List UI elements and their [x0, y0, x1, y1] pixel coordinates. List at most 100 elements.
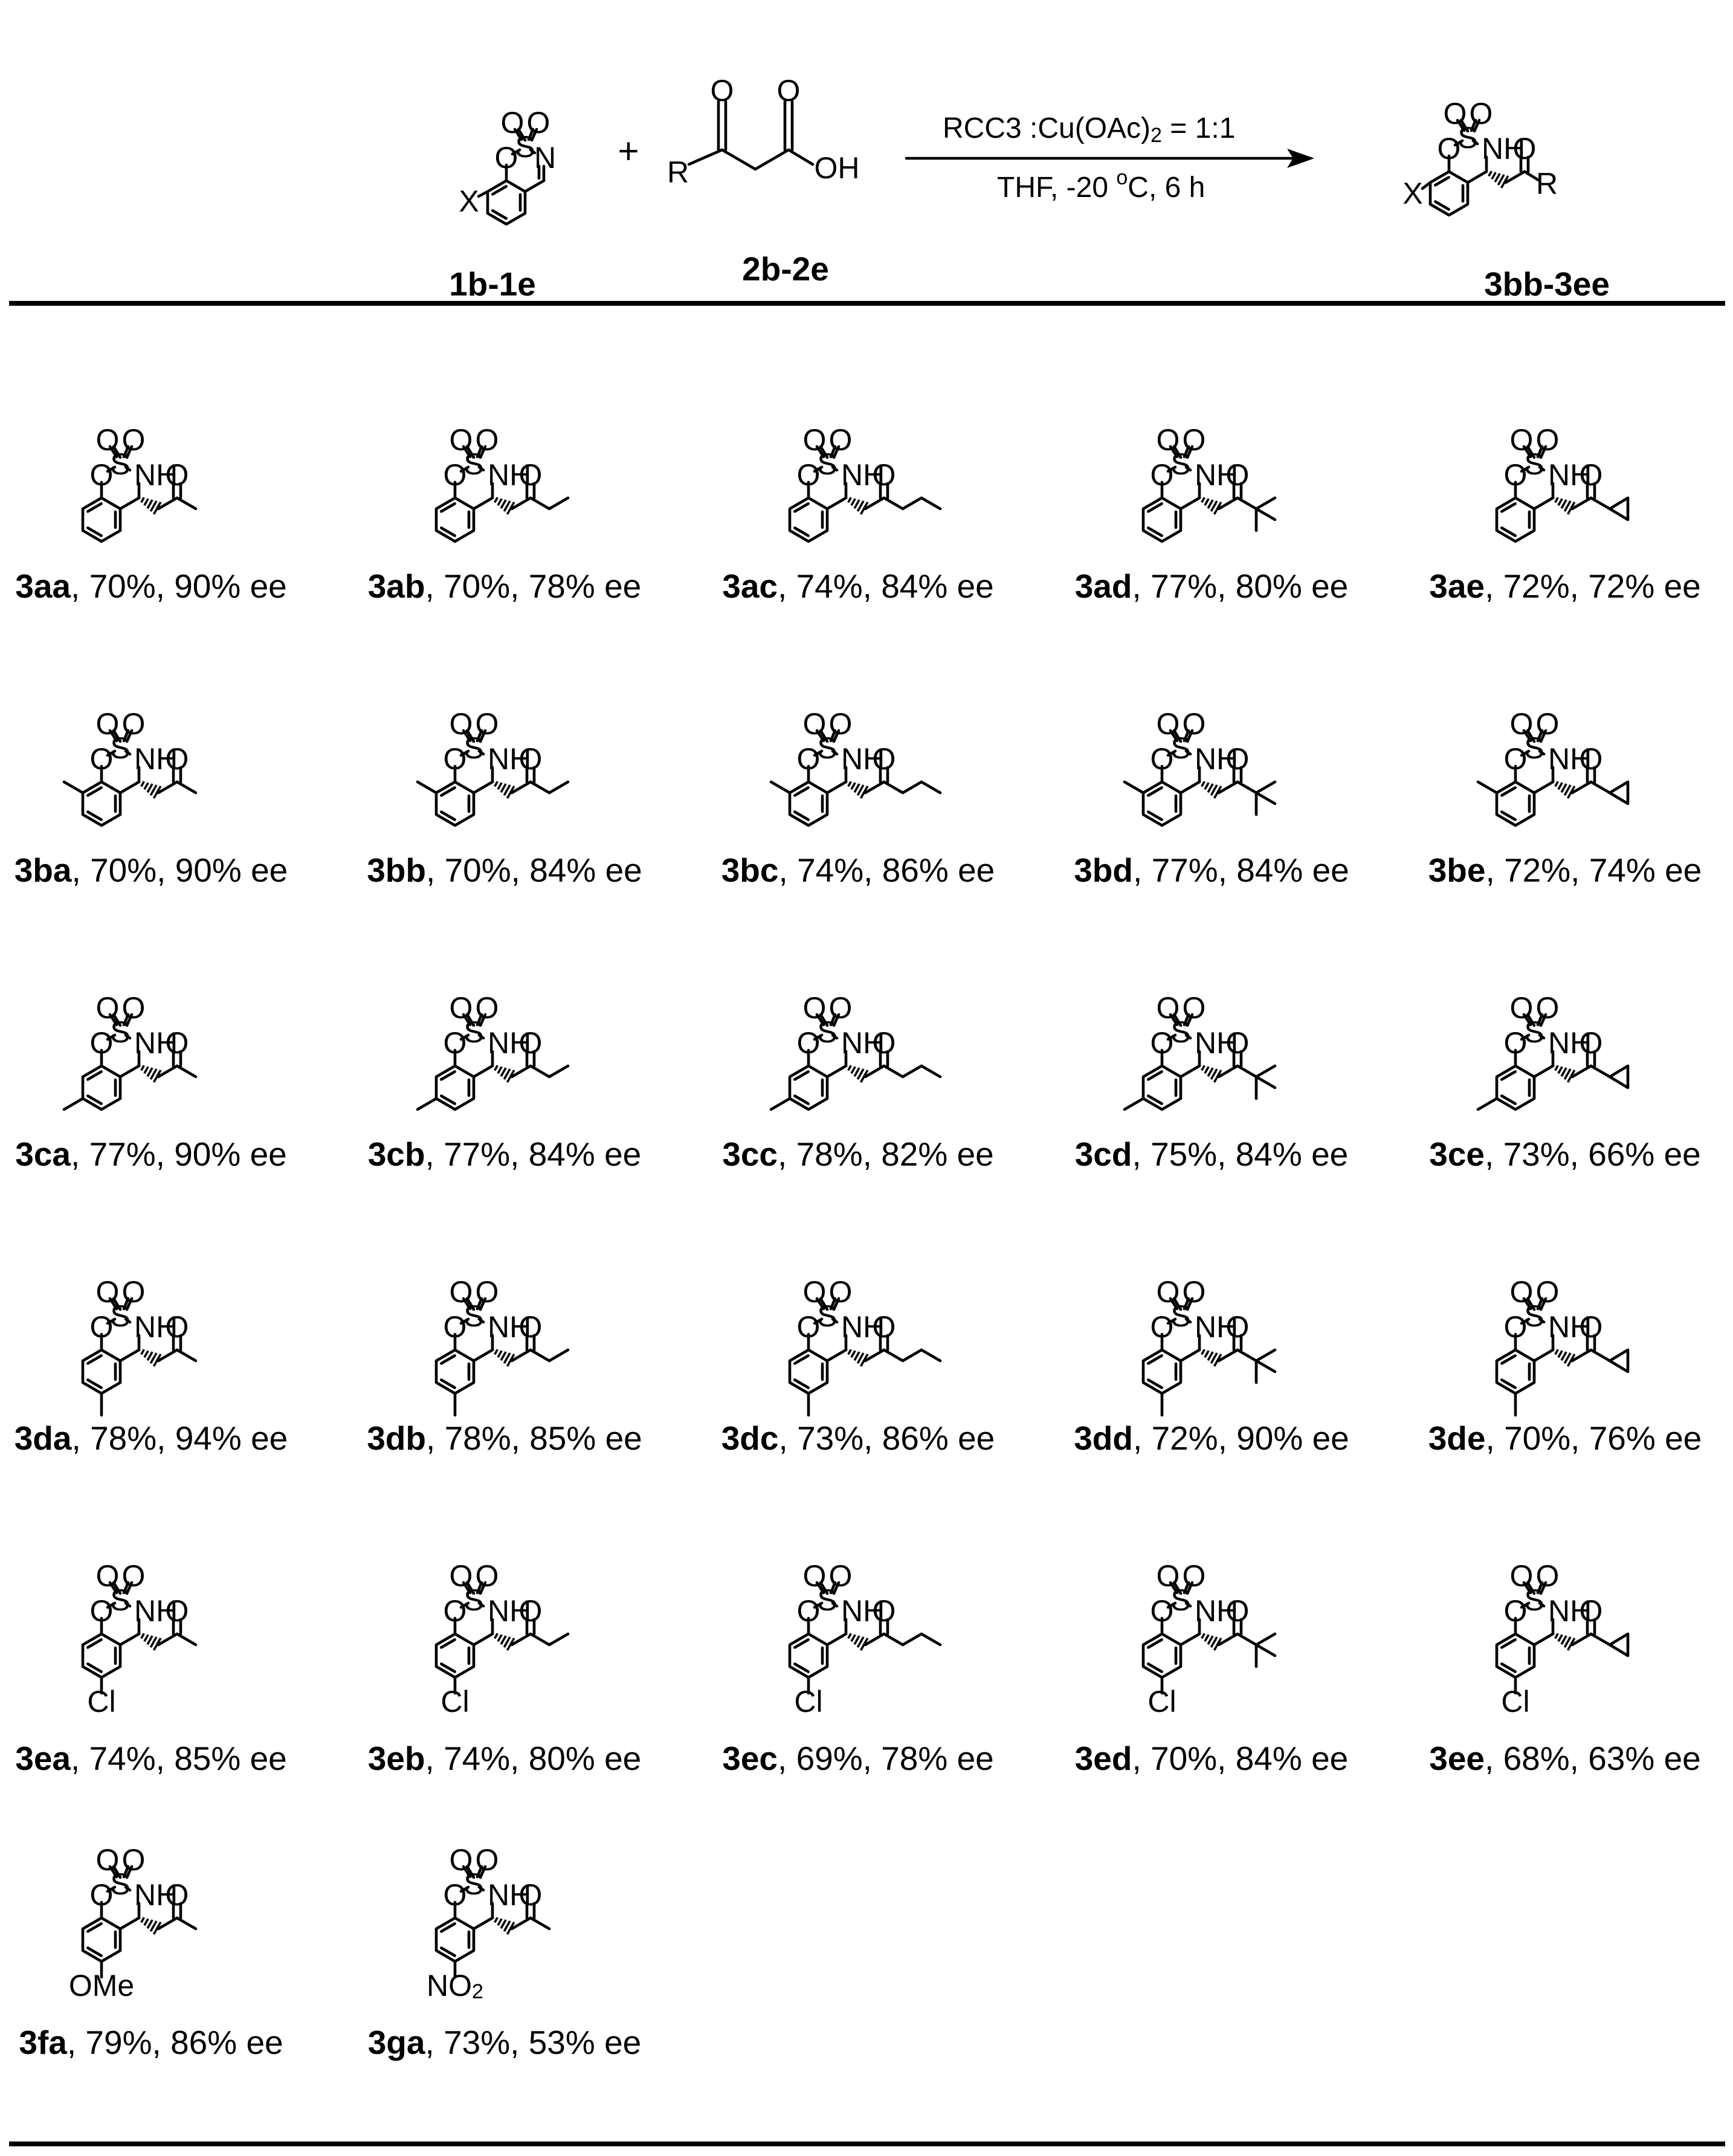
aromatic-double-bond — [1500, 1094, 1517, 1105]
compound-label: 3ga, 73%, 53% ee — [368, 2024, 642, 2061]
compound-ee: 84% ee — [1236, 1740, 1349, 1777]
sulfonyl-double-bond — [1536, 1013, 1544, 1027]
ring-oxygen-atom: O — [1504, 1026, 1528, 1060]
sulfonyl-double-bond — [465, 1297, 476, 1311]
hashed-wedge-bond — [847, 1349, 869, 1367]
methyl-bond — [175, 496, 198, 511]
aromatic-double-bond — [1500, 1354, 1517, 1365]
nh-group: NH — [488, 1026, 531, 1060]
ring-bond — [1538, 465, 1546, 472]
sulfonyl-double-bond — [1172, 729, 1183, 743]
hash-segment — [1210, 1068, 1218, 1080]
sulfonyl-double-bond — [1186, 445, 1194, 459]
hash-segment — [1491, 172, 1497, 180]
sulfonyl-double-bond — [108, 1581, 118, 1595]
aromatic-double-bond — [440, 1638, 456, 1649]
chain-bond — [1504, 170, 1526, 184]
hash-segment — [1207, 499, 1214, 509]
nh-group: NH — [1548, 742, 1592, 776]
ring-bond — [106, 1033, 117, 1041]
sulfonyl-oxygen-atom: O — [829, 991, 853, 1025]
tert-butyl-bond — [1236, 1632, 1258, 1647]
aromatic-double-bond — [440, 1094, 456, 1105]
sulfonyl-double-bond — [819, 1297, 829, 1311]
ring-bond — [472, 1348, 494, 1363]
aromatic-double-bond — [793, 1378, 810, 1389]
sulfur-atom: S — [1524, 1015, 1544, 1049]
hash-segment — [143, 1634, 149, 1642]
sulfonyl-double-bond — [122, 445, 130, 459]
hash-segment — [1557, 1350, 1563, 1358]
chloro-substituent: Cl — [441, 1685, 469, 1719]
ring-bond — [1532, 1348, 1555, 1363]
sulfur-atom: S — [110, 1015, 130, 1049]
sulfur-atom: S — [1170, 1299, 1190, 1333]
tert-butyl-bond — [1254, 496, 1277, 511]
ring-bond — [1179, 1632, 1201, 1647]
tert-butyl-bond — [1254, 1359, 1277, 1373]
reagent-label: 2b-2e — [742, 250, 829, 288]
aromatic-double-bond — [793, 1354, 810, 1365]
sulfur-atom: S — [817, 447, 837, 481]
nh-group: NH — [488, 742, 531, 776]
sulfonyl-oxygen-atom: O — [1157, 1275, 1180, 1309]
conditions-catalyst: RCC3 :Cu(OAc)2 = 1:1 — [943, 112, 1235, 147]
sulfonyl-oxygen-atom: O — [450, 707, 473, 741]
sulfonyl-double-bond — [108, 445, 118, 459]
sulfonyl-oxygen-atom: O — [476, 1843, 499, 1877]
carbonyl-oxygen-atom: O — [519, 742, 543, 776]
compound-ee: 84% ee — [1236, 1135, 1349, 1173]
sulfonyl-double-bond — [125, 1865, 134, 1879]
compound-label: 3ea, 74%, 85% ee — [15, 1740, 287, 1777]
ring-oxygen-atom: O — [1150, 1026, 1174, 1060]
x-substituent-atom: X — [1402, 176, 1422, 210]
nh-group: NH — [134, 1310, 178, 1344]
sulfonyl-oxygen-atom: O — [476, 423, 499, 457]
sulfonyl-double-bond — [125, 445, 134, 459]
hashed-wedge-bond — [1554, 1633, 1576, 1651]
aromatic-double-bond — [86, 786, 103, 797]
ring-bond — [831, 1601, 839, 1608]
compound-label: 3bd, 77%, 84% ee — [1074, 851, 1349, 889]
sulfur-atom: S — [110, 1299, 130, 1333]
aromatic-double-bond — [440, 1922, 456, 1933]
aromatic-double-bond — [1147, 1094, 1163, 1105]
sulfonyl-double-bond — [1536, 1297, 1544, 1311]
hash-segment — [143, 1350, 149, 1358]
sulfonyl-double-bond — [819, 1013, 829, 1027]
hashed-wedge-bond — [847, 1065, 869, 1083]
hash-segment — [847, 1065, 852, 1071]
tert-butyl-bond — [1254, 1348, 1277, 1363]
aromatic-double-bond — [1500, 1662, 1517, 1673]
nh-group: NH — [134, 458, 178, 492]
nh-group: NH — [488, 1310, 531, 1344]
hash-segment — [1554, 1349, 1559, 1355]
sulfonyl-oxygen-atom: O — [96, 1559, 120, 1593]
hash-segment — [149, 1636, 158, 1648]
hashed-wedge-bond — [494, 1065, 515, 1083]
hashed-wedge-bond — [140, 781, 162, 799]
propyl-chain — [882, 1348, 942, 1363]
sulfur-atom: S — [110, 1583, 130, 1617]
compound-ee: 53% ee — [529, 2024, 642, 2061]
sulfonyl-double-bond — [832, 1013, 841, 1027]
hash-segment — [494, 1349, 499, 1355]
carbonyl-oxygen-atom: O — [873, 1026, 896, 1060]
tert-butyl-bond — [1254, 1632, 1277, 1647]
sulfonyl-double-bond — [112, 1013, 122, 1027]
hash-segment — [1201, 497, 1205, 503]
aromatic-double-bond — [1147, 502, 1163, 513]
sulfonyl-double-bond — [1522, 729, 1532, 743]
compound-id: 3de — [1428, 1419, 1486, 1457]
sulfonyl-double-bond — [819, 1581, 829, 1595]
aromatic-double-bond — [1434, 176, 1450, 187]
ethyl-chain — [529, 780, 570, 795]
aromatic-double-bond — [440, 1946, 456, 1957]
chain-bond — [863, 1064, 886, 1079]
r-group-bond — [1523, 170, 1540, 182]
hash-segment — [1554, 781, 1559, 787]
